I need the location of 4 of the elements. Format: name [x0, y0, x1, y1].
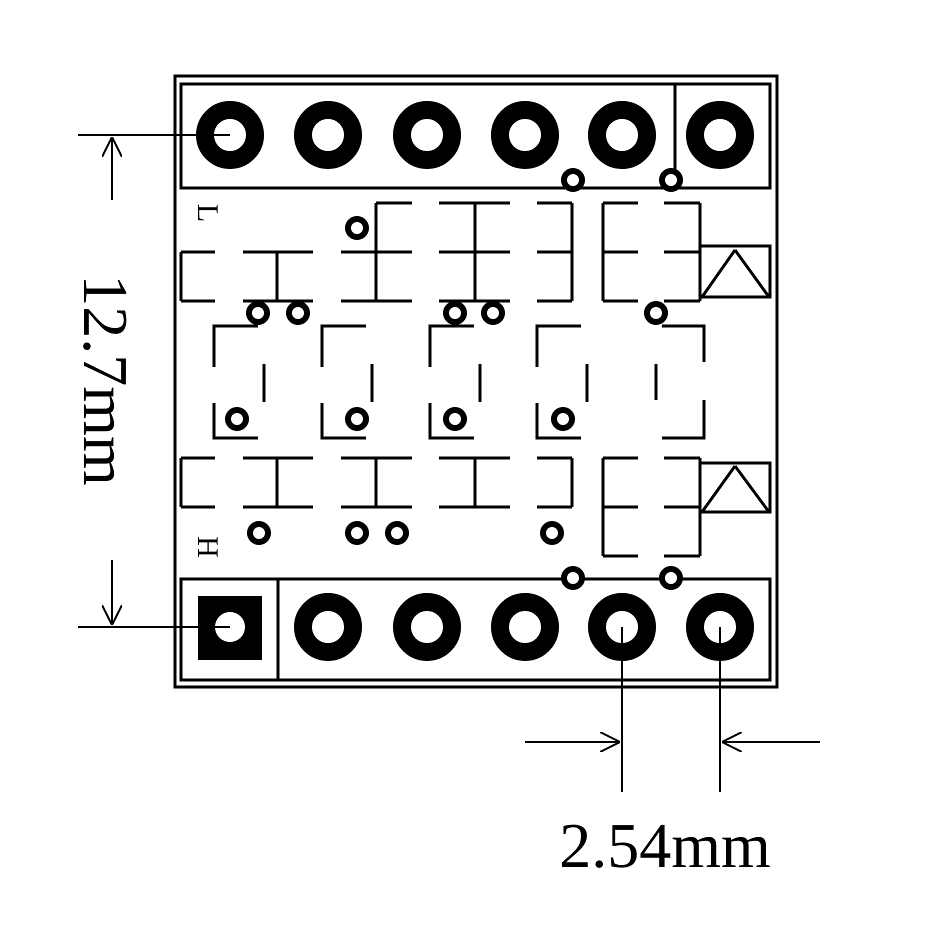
dimension-text: 12.7mm	[69, 273, 141, 488]
silkscreen-letter: H	[190, 535, 224, 560]
dimension-text: 2.54mm	[558, 810, 772, 882]
silkscreen-letter: L	[190, 202, 224, 224]
